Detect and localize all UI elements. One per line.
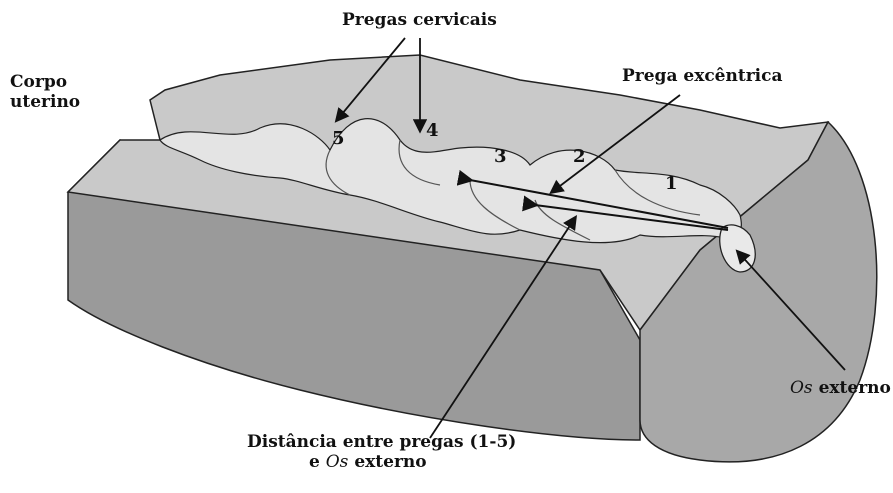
label-distancia: Distância entre pregas (1-5) e Os extern… xyxy=(247,432,516,472)
fold-number-4: 4 xyxy=(426,120,439,141)
fold-number-1: 1 xyxy=(665,173,678,194)
corpo-line1: Corpo xyxy=(10,72,80,92)
os-italic: Os xyxy=(790,378,813,398)
label-prega-excentrica: Prega excêntrica xyxy=(622,66,783,86)
distancia-line2: e Os externo xyxy=(247,452,516,472)
fold-number-3: 3 xyxy=(494,146,507,167)
distancia-line1: Distância entre pregas (1-5) xyxy=(247,432,516,452)
corpo-line2: uterino xyxy=(10,92,80,112)
label-pregas-cervicais: Pregas cervicais xyxy=(342,10,497,30)
label-os-externo: Os externo xyxy=(790,378,891,398)
distancia-suffix: externo xyxy=(348,452,426,472)
label-corpo-uterino: Corpo uterino xyxy=(10,72,80,112)
os-rest: externo xyxy=(813,378,891,398)
fold-number-2: 2 xyxy=(573,146,586,167)
distancia-os-italic: Os xyxy=(326,452,349,472)
fold-number-5: 5 xyxy=(332,128,345,149)
distancia-prefix: e xyxy=(309,452,326,472)
